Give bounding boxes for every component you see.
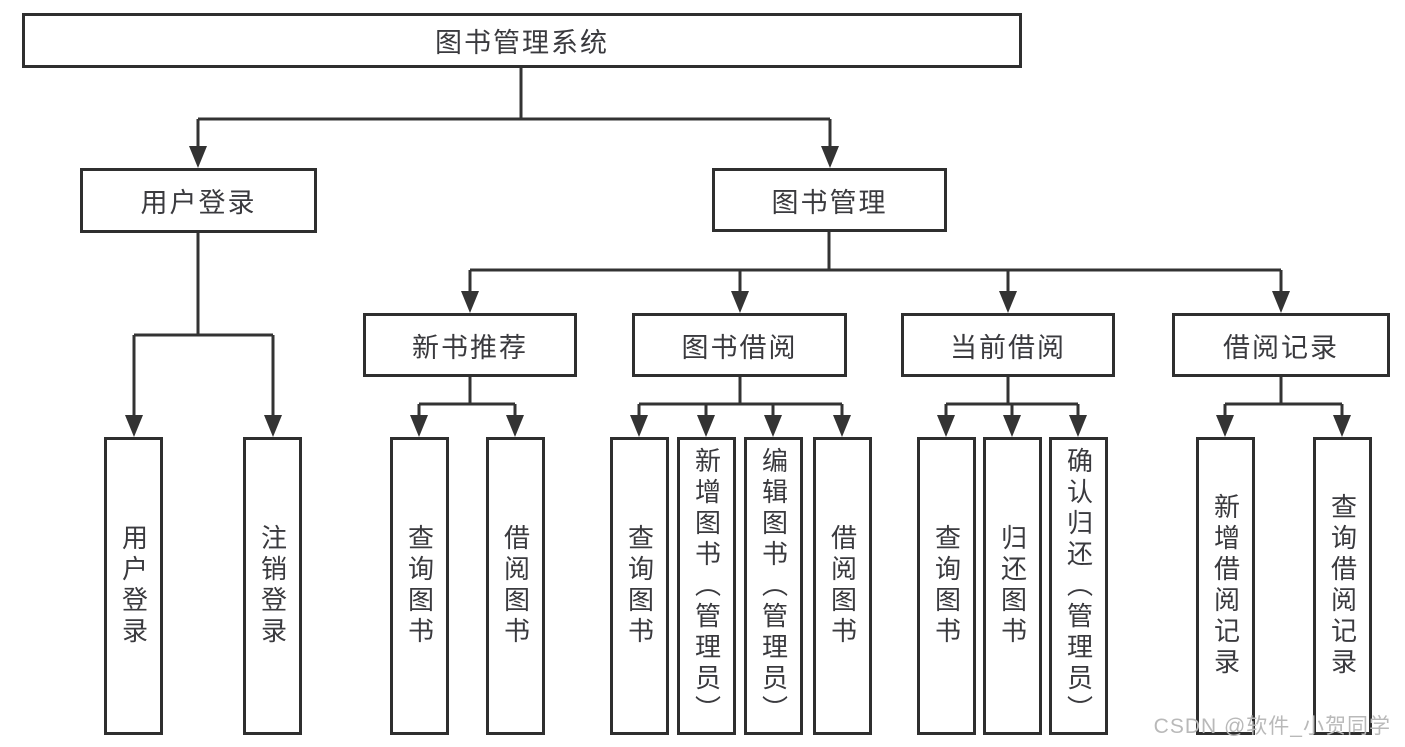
leaf-label: 查询图书 — [404, 524, 435, 648]
leaf-label: 注销登录 — [257, 524, 288, 648]
node-label: 新书推荐 — [412, 332, 528, 363]
leaf-edit-book-admin: 编辑图书（管理员） — [744, 437, 803, 735]
leaf-add-book-admin: 新增图书（管理员） — [677, 437, 736, 735]
node-root-library-system: 图书管理系统 — [22, 13, 1022, 68]
node-book-management: 图书管理 — [712, 168, 947, 232]
node-current-borrowing: 当前借阅 — [901, 313, 1115, 377]
leaf-query-books-recommend: 查询图书 — [390, 437, 449, 735]
leaf-add-borrow-record: 新增借阅记录 — [1196, 437, 1255, 735]
node-label: 当前借阅 — [950, 332, 1066, 363]
leaf-label: 新增借阅记录 — [1210, 493, 1241, 679]
csdn-watermark: CSDN @软件_小贺同学 — [1153, 715, 1391, 738]
arrowhead-icons — [125, 146, 1351, 437]
node-label: 用户登录 — [140, 188, 257, 218]
node-label: 图书管理 — [771, 187, 888, 218]
leaf-label: 新增图书（管理员） — [691, 446, 722, 726]
leaf-query-books-borrowing: 查询图书 — [610, 437, 669, 735]
node-new-book-recommend: 新书推荐 — [363, 313, 577, 377]
leaf-confirm-return-admin: 确认归还（管理员） — [1049, 437, 1108, 735]
leaf-label: 归还图书 — [997, 524, 1028, 648]
node-label: 借阅记录 — [1223, 332, 1339, 363]
node-label: 图书借阅 — [681, 332, 798, 363]
leaf-label: 借阅图书 — [500, 524, 531, 648]
leaf-label: 用户登录 — [118, 524, 149, 648]
leaf-borrow-books-borrowing: 借阅图书 — [813, 437, 872, 735]
leaf-return-book: 归还图书 — [983, 437, 1042, 735]
node-book-borrowing: 图书借阅 — [632, 313, 847, 377]
node-label: 图书管理系统 — [435, 28, 609, 58]
connector-lines — [132, 68, 1344, 416]
leaf-label: 查询图书 — [931, 524, 962, 648]
leaf-user-login: 用户登录 — [104, 437, 163, 735]
leaf-borrow-books-recommend: 借阅图书 — [486, 437, 545, 735]
node-borrowing-records: 借阅记录 — [1172, 313, 1390, 377]
leaf-label: 确认归还（管理员） — [1063, 446, 1094, 726]
leaf-query-books-current: 查询图书 — [917, 437, 976, 735]
leaf-logout: 注销登录 — [243, 437, 302, 735]
leaf-label: 查询借阅记录 — [1327, 493, 1358, 679]
leaf-query-borrow-record: 查询借阅记录 — [1313, 437, 1372, 735]
leaf-label: 借阅图书 — [827, 524, 858, 648]
leaf-label: 查询图书 — [624, 524, 655, 648]
node-user-login: 用户登录 — [80, 168, 317, 233]
leaf-label: 编辑图书（管理员） — [758, 446, 789, 726]
